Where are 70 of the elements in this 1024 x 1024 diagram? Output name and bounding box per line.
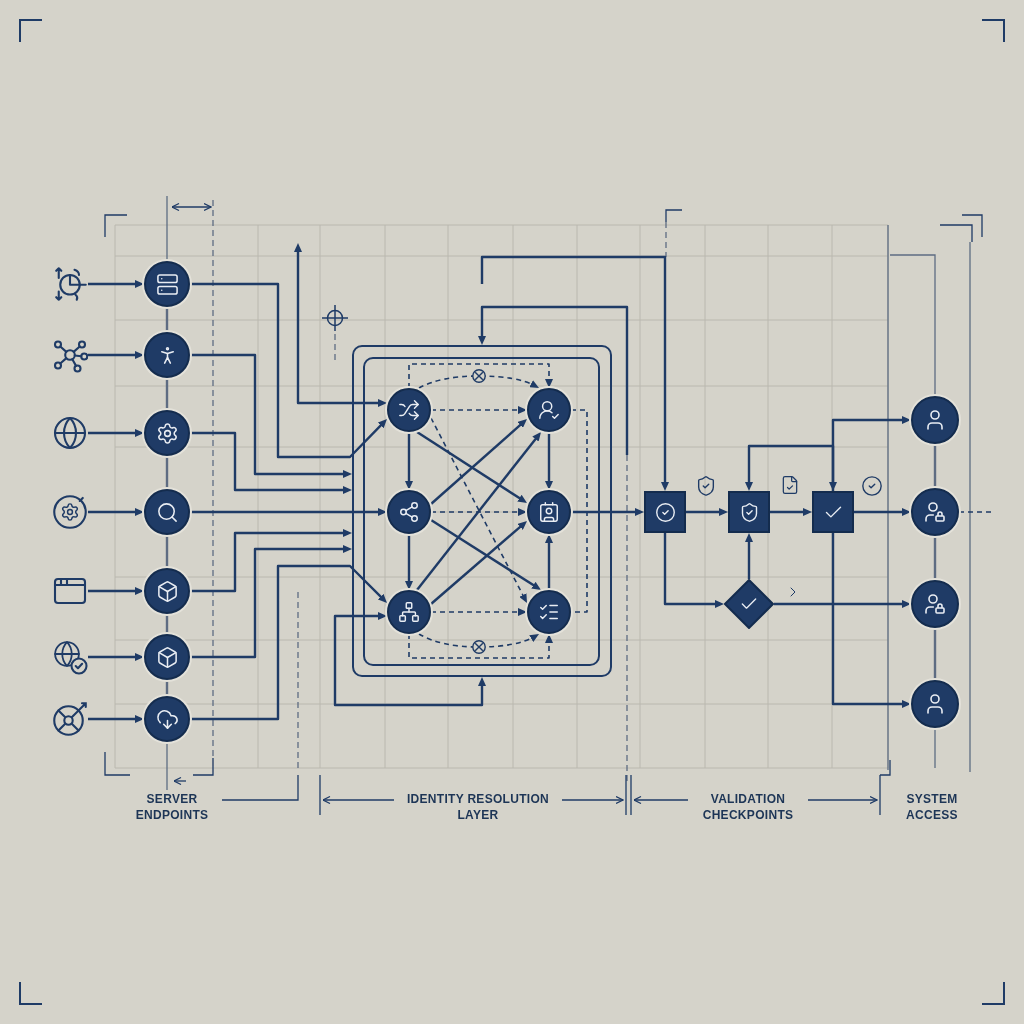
arrow: [190, 353, 352, 478]
arrow: [854, 508, 911, 516]
dashed-arrow: [430, 417, 527, 603]
arrow: [416, 432, 541, 591]
rounded-frame: [352, 345, 612, 677]
dashed-arrow: [408, 633, 553, 659]
section-label: VALIDATION CHECKPOINTS: [701, 791, 795, 823]
arrow: [745, 533, 753, 579]
arrow: [545, 432, 553, 490]
connector-line: [165, 614, 169, 634]
connector-line: [165, 307, 169, 332]
section-label: SERVER ENDPOINTS: [134, 791, 210, 823]
arrow: [190, 529, 352, 593]
section-label: IDENTITY RESOLUTION LAYER: [405, 791, 551, 823]
connector-line: [933, 444, 937, 488]
section-label: SYSTEM ACCESS: [905, 791, 959, 823]
arrow: [190, 282, 387, 459]
arrow: [88, 351, 144, 359]
arrow: [88, 715, 144, 723]
arrow: [190, 545, 352, 659]
connector-line: [165, 456, 169, 489]
dashed-arrow: [430, 406, 527, 414]
arrow: [480, 255, 669, 491]
pie-chart-icon: [52, 266, 88, 302]
connector-line: [933, 628, 937, 680]
dashed-connector-line: [570, 409, 588, 613]
dashed-arrow: [418, 633, 539, 654]
arrow: [831, 533, 911, 608]
dashed-arrow: [408, 363, 553, 389]
double-arrow: [294, 243, 387, 407]
arrow: [770, 508, 812, 516]
arrow: [190, 564, 387, 721]
decision-diamond: [724, 579, 774, 629]
arrow: [430, 519, 541, 590]
globe-check-icon: [52, 639, 88, 675]
connector-line: [933, 536, 937, 580]
arrow: [478, 305, 629, 455]
globe-icon: [52, 415, 88, 451]
connector-line: [165, 378, 169, 410]
dashed-connector-line: [958, 511, 993, 513]
crossed-circle-icon: [52, 701, 88, 737]
arrow: [88, 280, 144, 288]
arrow: [571, 508, 644, 516]
double-arrow: [333, 612, 486, 707]
arrow: [430, 419, 527, 505]
double-arrow: [745, 444, 837, 491]
dashed-arrow: [418, 369, 539, 389]
arrow: [430, 521, 527, 605]
check-square: [812, 491, 854, 533]
arrow: [405, 534, 413, 590]
arrow: [831, 416, 911, 491]
arrow: [88, 508, 144, 516]
arrow: [190, 508, 387, 516]
arrow: [88, 429, 144, 437]
arrow: [88, 587, 144, 595]
dashed-arrow: [430, 508, 527, 516]
arrow: [774, 602, 911, 708]
check-square: [644, 491, 686, 533]
arrow: [416, 431, 527, 503]
arrow: [663, 533, 724, 608]
arrow: [405, 432, 413, 490]
arrow: [190, 431, 352, 494]
dashed-arrow: [430, 608, 527, 616]
check-square: [728, 491, 770, 533]
connector-line: [165, 535, 169, 568]
rounded-frame: [363, 357, 600, 666]
arrow: [686, 508, 728, 516]
gear-icon: [52, 494, 88, 530]
arrow: [88, 653, 144, 661]
arrow: [545, 534, 553, 590]
